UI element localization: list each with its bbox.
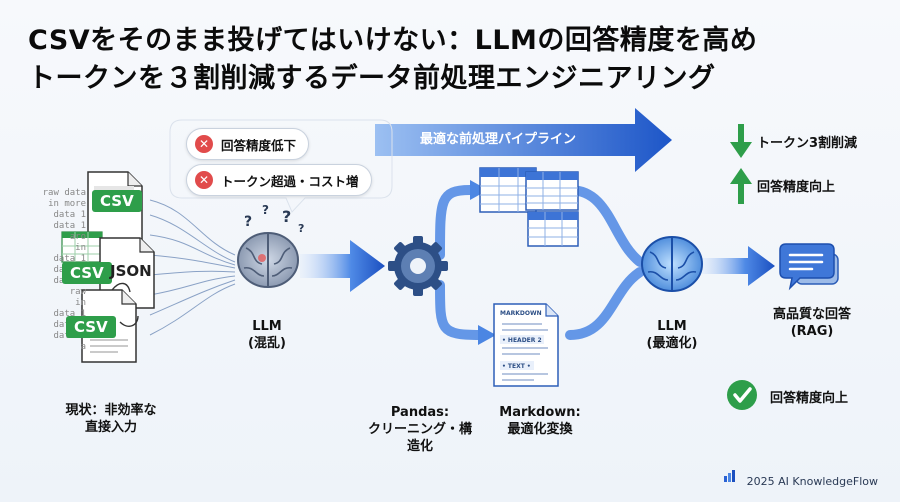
csv-badge-2: CSV [62, 262, 112, 284]
benefit-accuracy-up: 回答精度向上 [757, 180, 836, 195]
label-markdown: Markdown: 最適化変換 [499, 405, 581, 437]
branch-arrowhead-bottom [478, 325, 496, 345]
raw-line: data 1 [53, 221, 86, 231]
raw-line: in [75, 298, 86, 308]
problem-accuracy-drop: ✕ 回答精度低下 [186, 128, 310, 160]
benefit-token-reduce: トークン3割削減 [757, 136, 858, 151]
raw-line: raw data [42, 188, 86, 198]
brain-confused-icon [237, 232, 299, 288]
check-circle-icon [727, 380, 757, 410]
arrow-down-icon [730, 124, 752, 158]
label-pandas: Pandas: クリーニング・構 造化 [367, 405, 472, 454]
markdown-doc-icon [493, 303, 559, 387]
problem-label: トークン超過・コスト増 [221, 173, 359, 189]
footer-credit: 2025 AI KnowledgeFlow [747, 475, 878, 488]
title-line-1: CSVをそのまま投げてはいけない：LLMの回答精度を高め [28, 25, 758, 56]
raw-line: a [80, 342, 86, 352]
json-label: JSON [110, 262, 152, 280]
branch-flows [435, 185, 647, 340]
footer-logo-icon [724, 470, 735, 482]
raw-line: in [75, 243, 86, 253]
brain-optimized-icon [641, 236, 703, 292]
svg-text:?: ? [244, 214, 252, 230]
footer-text: 2025 AI KnowledgeFlow [746, 475, 878, 488]
md-header2: • HEADER 2 [502, 337, 542, 344]
raw-line: aro [69, 232, 86, 242]
pipeline-arrow [375, 108, 672, 172]
title-line-2: トークンを３割削減するデータ前処理エンジニアリング [28, 63, 716, 94]
chaos-lines [149, 199, 236, 336]
problem-token-cost: ✕ トークン超過・コスト増 [186, 164, 372, 196]
benefit-accuracy-check: 回答精度向上 [770, 391, 849, 406]
raw-line: data 1 [53, 254, 86, 264]
chat-bubble-icon [779, 243, 839, 291]
spreadsheet-icon [61, 231, 103, 263]
csv-badge-1: CSV [92, 190, 142, 212]
svg-text:?: ? [262, 203, 269, 217]
problem-label: 回答精度低下 [221, 137, 297, 153]
md-heading: MARKDOWN [500, 310, 542, 317]
arrow-up-icon [730, 168, 752, 204]
error-x-icon: ✕ [195, 135, 213, 153]
md-text: • TEXT • [502, 363, 531, 370]
svg-text:?: ? [298, 222, 304, 235]
question-marks: ? ? ? ? [244, 203, 304, 235]
page-title: CSVをそのまま投げてはいけない：LLMの回答精度を高め トークンを３割削減する… [28, 22, 757, 98]
raw-line: data 1 [53, 210, 86, 220]
table-icon-mid [525, 171, 579, 211]
pipeline-arrow-label: 最適な前処理パイプライン [420, 132, 577, 147]
label-llm-optimized: LLM (最適化) [646, 319, 698, 351]
branch-arrowhead-top [470, 180, 488, 200]
error-x-icon: ✕ [195, 171, 213, 189]
label-rag: 高品質な回答 (RAG) [772, 307, 851, 339]
raw-line: in more [48, 199, 86, 209]
flow-arrow-1 [300, 240, 385, 292]
problem-bubble [169, 119, 393, 213]
raw-line: data 1 [53, 309, 86, 319]
label-current-state: 現状：非効率な 直接入力 [65, 403, 157, 435]
flow-arrow-2 [700, 246, 775, 286]
raw-line: raw [69, 287, 86, 297]
gear-icon [388, 236, 448, 296]
table-icon-bottom [527, 211, 579, 247]
csv-badge-3: CSV [66, 316, 116, 338]
label-llm-confused: LLM (混乱) [248, 319, 286, 351]
svg-text:?: ? [282, 207, 291, 226]
swirl-arrow-icon [111, 282, 139, 327]
